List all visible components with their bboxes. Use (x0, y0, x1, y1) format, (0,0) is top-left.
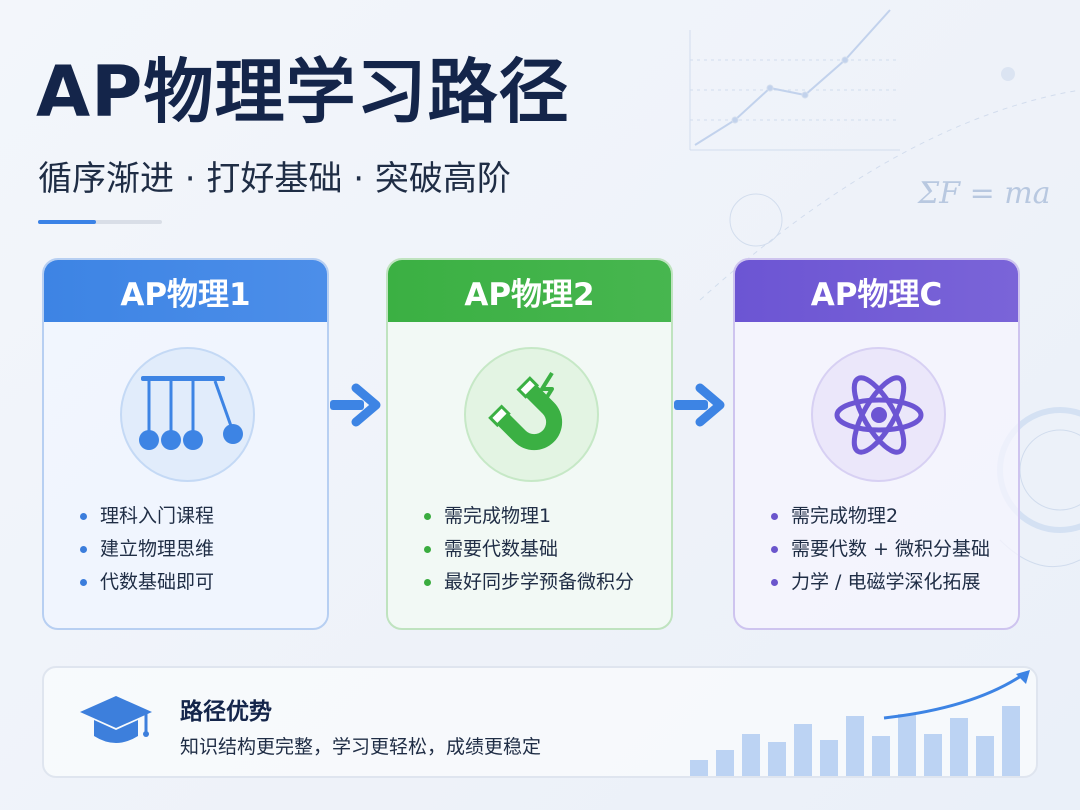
list-item: 需完成物理1 (424, 503, 634, 536)
list-item: 需要代数 + 微积分基础 (771, 536, 990, 569)
list-item: 需要代数基础 (424, 536, 634, 569)
advantage-title: 路径优势 (180, 699, 272, 725)
list-item: 最好同步学预备微积分 (424, 569, 634, 602)
page-subtitle: 循序渐进 · 打好基础 · 突破高阶 (38, 159, 511, 199)
atom-icon (811, 347, 946, 482)
newtons-cradle-icon (120, 347, 255, 482)
list-item: 建立物理思维 (80, 536, 214, 569)
title-divider (38, 220, 162, 224)
card-ap-physics-1: AP物理1 理科入门课程 建立物理思维 代数基础即可 (42, 258, 329, 630)
card-bullets: 需完成物理2 需要代数 + 微积分基础 力学 / 电磁学深化拓展 (771, 503, 990, 602)
arrow-right-icon (674, 383, 725, 427)
card-title: AP物理C (735, 260, 1018, 322)
advantage-panel: 路径优势 知识结构更完整，学习更轻松，成绩更稳定 (42, 666, 1038, 778)
page-title: AP物理学习路径 (36, 51, 570, 133)
formula-decoration: ΣF = ma (917, 176, 1051, 211)
list-item: 代数基础即可 (80, 569, 214, 602)
magnet-icon (464, 347, 599, 482)
list-item: 理科入门课程 (80, 503, 214, 536)
arrow-right-icon (330, 383, 381, 427)
growth-chart-decoration (690, 670, 1030, 776)
card-bullets: 需完成物理1 需要代数基础 最好同步学预备微积分 (424, 503, 634, 602)
advantage-description: 知识结构更完整，学习更轻松，成绩更稳定 (180, 736, 542, 758)
card-bullets: 理科入门课程 建立物理思维 代数基础即可 (80, 503, 214, 602)
card-ap-physics-c: AP物理C 需完成物理2 需要代数 + 微积分基础 力学 / 电磁学深化拓展 (733, 258, 1020, 630)
graduation-cap-icon (80, 696, 152, 743)
list-item: 力学 / 电磁学深化拓展 (771, 569, 990, 602)
card-title: AP物理1 (44, 260, 327, 322)
card-title: AP物理2 (388, 260, 671, 322)
card-ap-physics-2: AP物理2 需完成物理1 需要代数基础 最好同步学预备微积分 (386, 258, 673, 630)
list-item: 需完成物理2 (771, 503, 990, 536)
